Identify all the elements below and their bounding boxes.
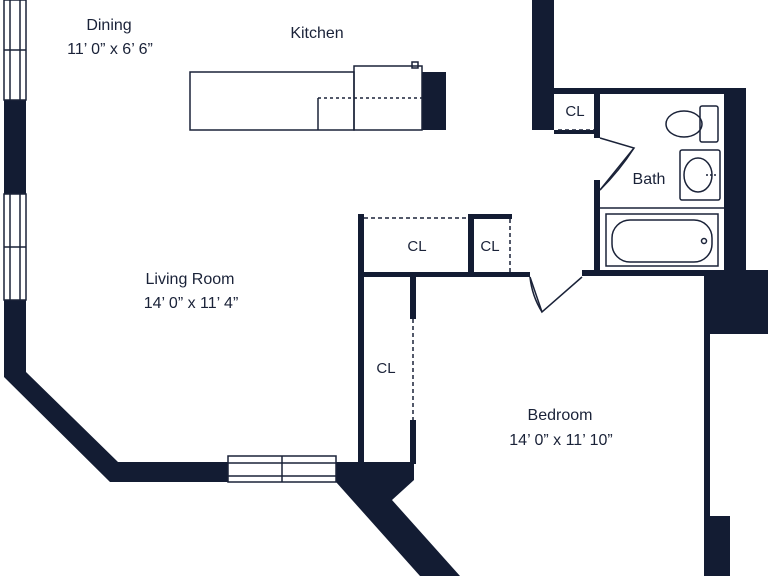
window-icon	[227, 455, 337, 483]
toilet-icon	[665, 105, 719, 143]
hall-bottom-wall	[358, 272, 530, 277]
kitchen-dark-block	[422, 72, 446, 130]
closet-doors	[364, 129, 594, 420]
bottom-wall-right	[336, 462, 460, 576]
bedroom-closet-wall	[410, 277, 416, 319]
window-icon	[3, 193, 27, 301]
dining-name: Dining	[86, 17, 131, 34]
bedroom-right-wall-lower	[704, 516, 730, 576]
labels: Dining 11’ 0” x 6’ 6” Kitchen Living Roo…	[67, 17, 665, 449]
exterior-walls	[4, 0, 768, 576]
closet-bottom-wall	[554, 130, 594, 134]
bath-closet-label: CL	[565, 103, 584, 120]
kitchen-counter	[189, 61, 423, 131]
bath-bottom-wall	[582, 270, 724, 276]
bath-name: Bath	[633, 171, 666, 188]
bedroom-right-wall	[704, 334, 710, 516]
living-room-name: Living Room	[146, 271, 235, 288]
door-swing	[529, 137, 636, 314]
top-right-wall	[532, 0, 554, 130]
bedroom-dimensions: 14’ 0” x 11’ 10”	[509, 432, 612, 449]
bath-right-wall	[724, 88, 746, 274]
bath-left-wall	[594, 180, 600, 274]
bedroom-closet-wall-lower	[410, 420, 416, 464]
window-icon	[3, 0, 27, 101]
hall-closet-left-label: CL	[407, 238, 426, 255]
right-column-block	[704, 270, 768, 334]
closet-top-wall	[468, 214, 512, 219]
left-lower-diagonal-wall	[4, 300, 228, 482]
closet-left-wall	[358, 214, 364, 464]
living-room-dimensions: 14’ 0” x 11’ 4”	[144, 295, 239, 312]
dining-dimensions: 11’ 0” x 6’ 6”	[67, 41, 153, 58]
bedroom-name: Bedroom	[528, 407, 593, 424]
sink-icon	[679, 149, 721, 201]
bedroom-closet-label: CL	[376, 360, 395, 377]
closet-divider	[468, 214, 474, 272]
bath-closet-wall	[594, 94, 600, 138]
bath-top-wall	[554, 88, 746, 94]
bathtub-icon	[605, 213, 719, 267]
left-wall-segment-mid	[4, 100, 26, 194]
hall-closet-right-label: CL	[480, 238, 499, 255]
bath-fixtures	[600, 105, 724, 267]
kitchen-name: Kitchen	[290, 25, 343, 42]
interior-walls	[358, 94, 724, 464]
